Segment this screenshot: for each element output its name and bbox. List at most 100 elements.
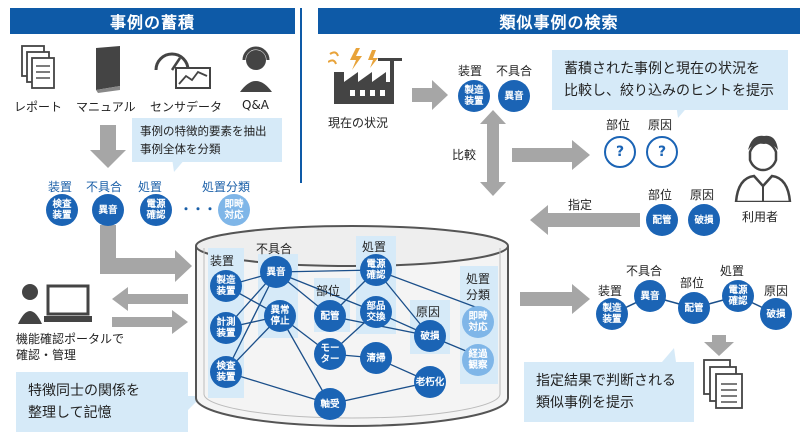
user-node-part: 配管 [646,204,678,236]
unknown-label-part: 部位 [606,118,631,132]
result-node-part: 配管 [678,292,710,324]
arrow-specify-left [530,205,640,235]
row-node-fault: 異音 [92,194,124,226]
db-node-dengen: 電源確認 [360,254,392,286]
source-label-sensor: センサデータ [150,100,223,114]
result-label-device: 装置 [598,284,623,298]
db-label-fault: 不具合 [256,242,293,256]
user-label-part: 部位 [648,188,673,202]
arrow-down-sources [90,125,126,168]
extract-callout-line2: 事例全体を分類 [140,142,221,156]
arrow-db-to-result [520,284,590,314]
memory-callout: 特徴同士の関係を 整理して記憶 [16,372,188,432]
report-icon [21,45,55,89]
source-label-manual: マニュアル [76,100,136,114]
arrow-compare-right [512,140,590,170]
memory-callout-line2: 整理して記憶 [28,405,112,421]
query-label-device: 装置 [458,64,483,78]
user-label-cause: 原因 [690,188,715,202]
result-label-action: 処置 [720,264,745,278]
db-label-action: 処置 [362,240,387,254]
arrow-db-to-portal [112,287,188,311]
db-node-keisoku: 計測装置 [210,312,242,344]
db-node-kensa: 検査装置 [210,356,242,388]
factory-trouble-icon [328,48,402,104]
arrow-current-to-query [412,80,448,110]
row-label-action-class: 処置分類 [202,180,251,194]
user-label: 利用者 [742,210,779,224]
search-header: 類似事例の検索 [318,8,800,34]
result-node-fault: 異音 [634,280,666,312]
db-node-motor: モーター [314,338,346,370]
result-callout-line2: 類似事例を提示 [536,395,634,411]
db-node-seizou: 製造装置 [210,270,242,302]
extract-callout-line1: 事例の特徴的要素を抽出 [140,124,267,138]
similar-case-documents-icon [703,359,743,409]
compare-callout-line1: 蓄積された事例と現在の状況を [564,61,760,77]
portal-label-line2: 確認・管理 [16,348,77,362]
memory-callout-line1: 特徴同士の関係を [28,383,140,399]
result-node-action: 電源確認 [722,280,754,312]
arrow-portal-to-db [112,310,188,334]
result-node-cause: 破損 [760,298,792,330]
db-node-keika: 経過観察 [462,344,494,376]
source-label-qa: Q&A [242,98,270,112]
unknown-node-part: ? [604,136,636,168]
db-node-sokuji: 即時対応 [462,306,494,338]
db-node-ion: 異音 [260,256,292,288]
result-label-cause: 原因 [764,284,789,298]
compare-label: 比較 [452,148,477,162]
user-person-icon [734,135,792,202]
db-node-ijou: 異常停止 [264,300,296,332]
accumulation-header: 事例の蓄積 [10,8,295,34]
row-label-device: 装置 [48,180,73,194]
result-callout: 指定結果で判断される 類似事例を提示 [524,362,694,422]
db-label-action-class-2: 分類 [466,288,491,302]
db-node-haison: 破損 [414,320,446,352]
row-ellipsis: ・・・ [180,202,217,216]
section-divider [300,8,302,183]
source-label-report: レポート [14,100,63,114]
compare-callout: 蓄積された事例と現在の状況を 比較し、絞り込みのヒントを提示 [552,50,788,110]
row-node-device: 検査装置 [46,194,78,226]
row-node-action-class: 即時対応 [218,194,250,226]
extract-callout-tail [172,158,186,172]
db-node-roukaka: 老朽化 [414,366,446,398]
qa-headset-icon [240,46,272,92]
db-label-device: 装置 [210,254,235,268]
sensor-gauge-icon [154,52,211,89]
result-callout-tail [662,348,676,362]
result-callout-line1: 指定結果で判断される [536,373,676,389]
arrow-compare-vertical [480,110,506,196]
db-label-action-class-1: 処置 [466,272,491,286]
extract-callout: 事例の特徴的要素を抽出 事例全体を分類 [132,118,282,162]
arrow-row-to-db [100,225,192,282]
compare-callout-tail [676,104,690,118]
db-label-part: 部位 [316,284,341,298]
compare-callout-line2: 比較し、絞り込みのヒントを提示 [564,83,774,99]
portal-label-line1: 機能確認ポータルで [16,332,125,346]
db-label-cause: 原因 [416,305,441,319]
unknown-label-cause: 原因 [648,118,673,132]
query-node-device: 製造装置 [458,80,490,112]
db-node-seisou: 清掃 [360,342,392,374]
result-label-part: 部位 [680,276,705,290]
arrow-result-to-docs [704,335,734,356]
db-node-buhin: 部品交換 [360,296,392,328]
unknown-node-cause: ? [646,136,678,168]
db-node-haikan: 配管 [314,300,346,332]
current-situation-label: 現在の状況 [328,116,389,130]
row-label-action: 処置 [138,180,163,194]
specify-label: 指定 [568,198,593,212]
query-label-fault: 不具合 [496,64,533,78]
db-node-jikuuke: 軸受 [314,388,346,420]
row-node-action: 電源確認 [140,194,172,226]
row-label-fault: 不具合 [86,180,123,194]
portal-computer-icon [18,284,92,324]
user-node-cause: 破損 [688,204,720,236]
query-node-fault: 異音 [498,80,530,112]
result-node-device: 製造装置 [596,298,628,330]
manual-book-icon [96,46,120,93]
result-label-fault: 不具合 [626,264,663,278]
